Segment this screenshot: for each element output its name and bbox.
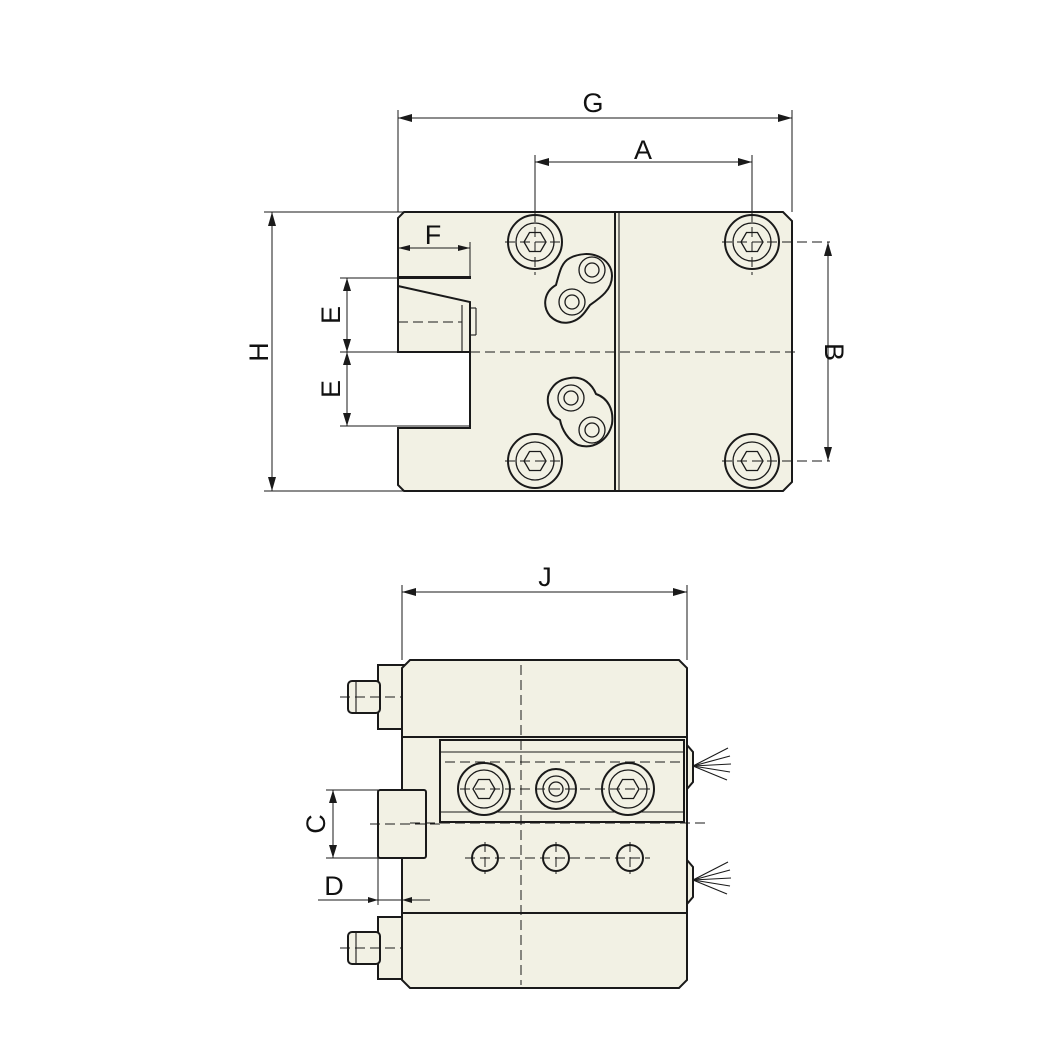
side-view-body (401, 659, 688, 989)
label-a: A (634, 135, 652, 165)
label-g: G (582, 88, 603, 118)
dimension-g: G (397, 88, 793, 212)
label-e-upper: E (316, 306, 346, 324)
dimension-d: D (318, 858, 430, 905)
label-b: B (819, 343, 849, 361)
eccentric-screw-upper-icon (544, 253, 614, 324)
dimension-f: F (398, 220, 471, 278)
coolant-nozzle-upper-icon (686, 742, 732, 792)
coolant-holes (465, 842, 650, 874)
top-view: G A F E E (244, 88, 849, 492)
label-h: H (244, 342, 274, 362)
dimension-e: E E (316, 277, 470, 427)
dimension-b: B (819, 242, 849, 461)
dimension-a: A (534, 135, 753, 212)
label-e-lower: E (316, 380, 346, 398)
stud-top-icon (340, 664, 412, 730)
dimension-j: J (401, 562, 688, 660)
label-f: F (425, 220, 442, 250)
label-j: J (538, 562, 552, 592)
label-c: C (301, 814, 331, 834)
label-d: D (324, 871, 344, 901)
side-view: J C D (301, 562, 732, 989)
stud-bottom-icon (340, 916, 412, 980)
coolant-nozzle-lower-icon (686, 857, 732, 907)
eccentric-screw-lower-icon (546, 376, 614, 448)
dimension-h: H (244, 211, 404, 492)
dimension-c: C (301, 789, 378, 859)
